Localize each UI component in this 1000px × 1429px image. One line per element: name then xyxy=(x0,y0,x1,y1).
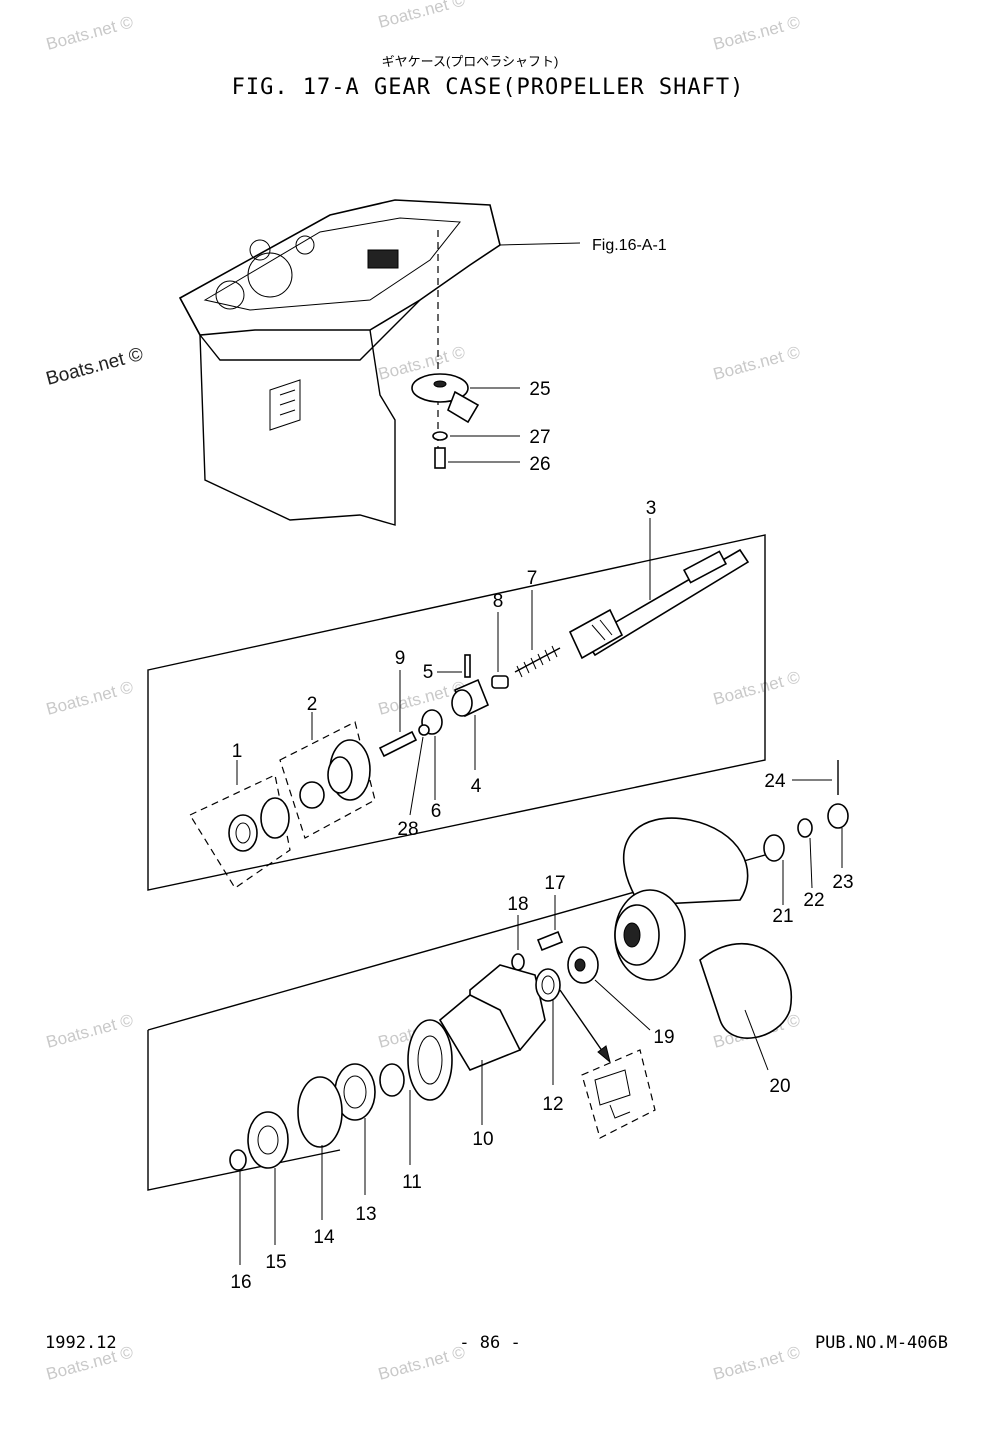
callout-1: 1 xyxy=(232,741,243,762)
cross-pin-ring xyxy=(409,709,443,816)
watermark: Boats.net © xyxy=(711,12,802,54)
subtitle-jp: ギヤケース(プロペラシャフト) xyxy=(382,54,559,69)
o-ring xyxy=(297,1076,343,1220)
callout-4: 4 xyxy=(471,776,482,797)
callout-21: 21 xyxy=(772,906,793,927)
callout-22: 22 xyxy=(803,890,824,911)
watermark: Boats.net © xyxy=(44,12,135,54)
callout-15: 15 xyxy=(265,1252,286,1273)
callout-6: 6 xyxy=(431,801,442,822)
watermark: Boats.net © xyxy=(44,677,135,719)
forward-gear xyxy=(299,712,371,809)
trim-tab-group xyxy=(411,373,520,469)
callout-10: 10 xyxy=(472,1129,493,1150)
footer-date: 1992.12 xyxy=(45,1333,117,1353)
callout-2: 2 xyxy=(307,694,318,715)
watermark: Boats.net © xyxy=(711,1342,802,1384)
callout-26: 26 xyxy=(529,454,550,475)
clutch xyxy=(451,678,490,770)
circlip xyxy=(229,1149,247,1265)
watermark: Boats.net © xyxy=(376,1342,467,1384)
callout-23: 23 xyxy=(832,872,853,893)
callout-17: 17 xyxy=(544,873,565,894)
shaft-assembly-frame xyxy=(147,534,766,891)
propeller-shaft xyxy=(568,518,750,660)
push-rod xyxy=(378,670,418,758)
watermark: Boats.net © xyxy=(44,344,146,390)
pin xyxy=(437,654,471,678)
footer-page-number: - 86 - xyxy=(459,1333,520,1353)
callout-8: 8 xyxy=(493,591,504,612)
callout-28: 28 xyxy=(397,819,418,840)
housing-bolts-spacer xyxy=(511,895,651,1031)
page-title: FIG. 17-A GEAR CASE(PROPELLER SHAFT) xyxy=(232,75,745,100)
callout-18: 18 xyxy=(507,894,528,915)
callout-12: 12 xyxy=(542,1094,563,1115)
ball-bearing xyxy=(334,1063,376,1195)
watermark: Boats.net © xyxy=(44,1010,135,1052)
needle-bearing xyxy=(535,968,631,1119)
callout-numbers: 1 2 3 4 5 6 7 8 9 10 11 12 13 14 15 16 1… xyxy=(230,379,853,1293)
callout-11: 11 xyxy=(402,1172,422,1193)
callout-9: 9 xyxy=(395,648,406,669)
callout-16: 16 xyxy=(230,1272,251,1293)
callout-14: 14 xyxy=(313,1227,335,1248)
bushing xyxy=(379,1063,411,1165)
reference-label: Fig.16-A-1 xyxy=(592,237,667,254)
callout-13: 13 xyxy=(355,1204,376,1225)
callout-19: 19 xyxy=(653,1027,674,1048)
callout-27: 27 xyxy=(529,427,550,448)
reverse-gear xyxy=(247,1111,289,1245)
callout-5: 5 xyxy=(423,662,434,683)
gear-case-housing xyxy=(178,199,581,526)
shift-plunger xyxy=(491,612,509,689)
callout-7: 7 xyxy=(527,568,538,589)
callout-24: 24 xyxy=(764,771,786,792)
callout-3: 3 xyxy=(646,498,657,519)
watermark: Boats.net © xyxy=(376,0,467,32)
propeller xyxy=(614,817,793,1071)
callout-25: 25 xyxy=(529,379,550,400)
propeller-nut-group xyxy=(763,760,849,905)
callout-20: 20 xyxy=(769,1076,790,1097)
watermark: Boats.net © xyxy=(711,342,802,384)
spring xyxy=(514,590,561,678)
watermark: Boats.net © xyxy=(711,667,802,709)
bearing xyxy=(228,760,290,852)
bearing-housing xyxy=(407,964,546,1125)
footer-pub-number: PUB.NO.M-406B xyxy=(815,1333,948,1353)
